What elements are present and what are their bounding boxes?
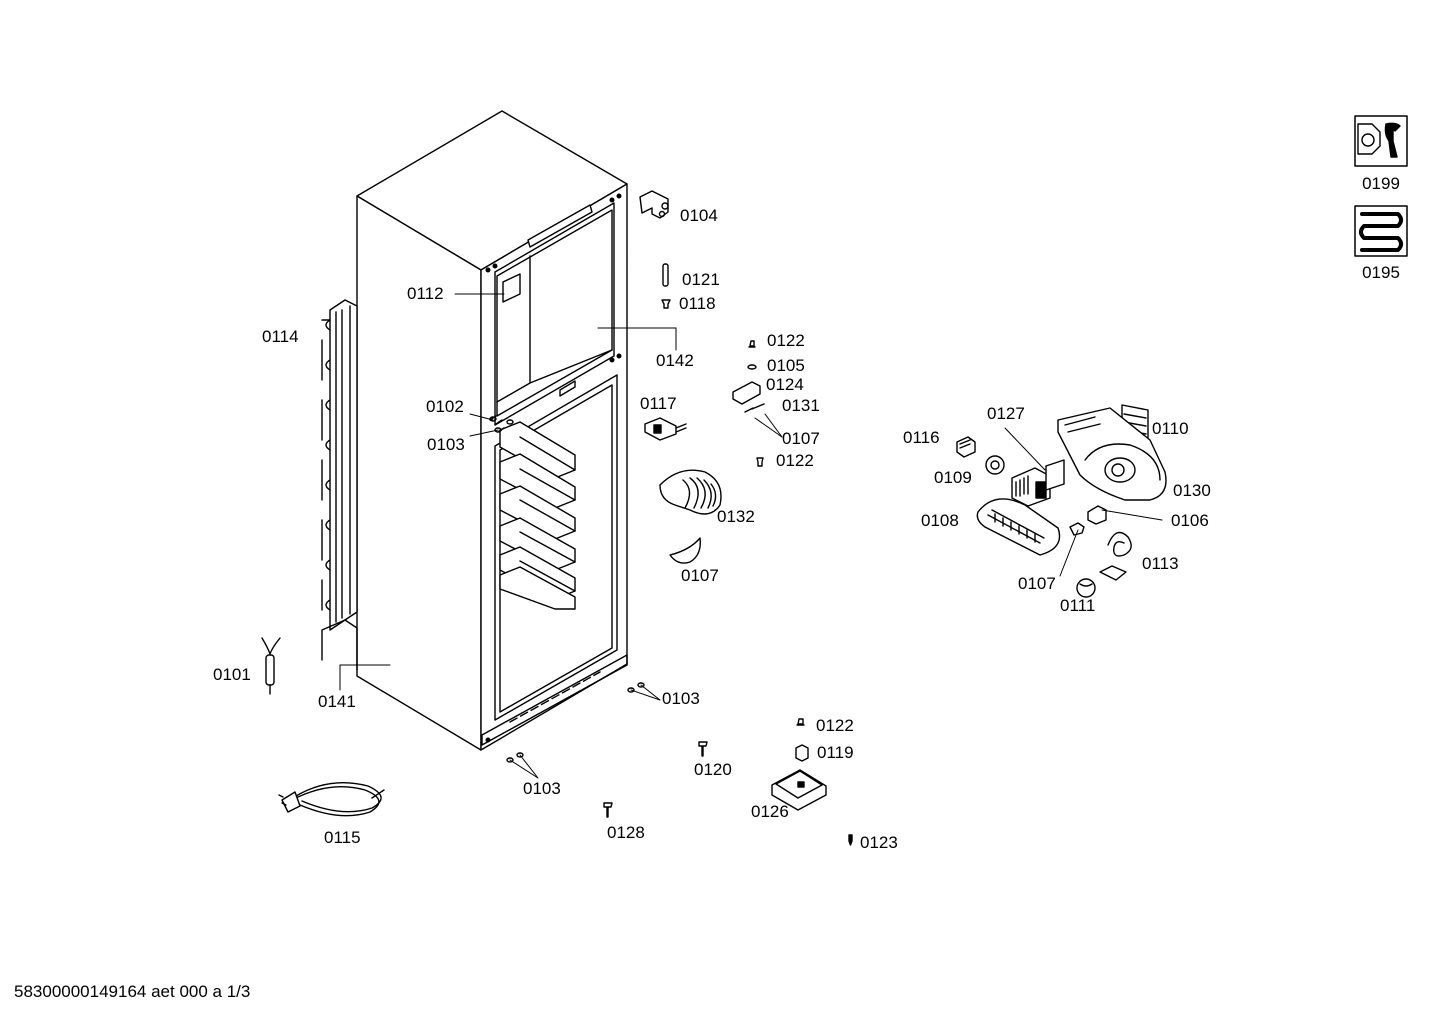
- part-label-0142: 0142: [656, 351, 694, 370]
- fan-motor-part: [1012, 460, 1064, 506]
- part-label-0105: 0105: [767, 356, 805, 375]
- part-label-0114: 0114: [262, 327, 299, 346]
- part-label-0111: 0111: [1060, 596, 1096, 615]
- ring-part: [986, 456, 1004, 474]
- part-label-0102: 0102: [426, 397, 464, 416]
- lamp-cover-part: [977, 499, 1059, 555]
- bracket-part: [733, 382, 760, 404]
- part-label-0104: 0104: [680, 206, 718, 225]
- condenser-coil: [322, 300, 357, 670]
- part-label-0108: 0108: [921, 511, 959, 530]
- diffuser-part: [670, 538, 700, 563]
- part-label-0110: 0110: [1152, 419, 1189, 438]
- part-label-0103-c: 0103: [523, 779, 561, 798]
- lamp-socket-part: [1088, 506, 1106, 524]
- fan-housing-part: [1058, 408, 1166, 500]
- part-label-0122-c: 0122: [816, 716, 854, 735]
- part-label-0109: 0109: [934, 468, 972, 487]
- washer-part: [748, 365, 756, 369]
- part-label-0123: 0123: [860, 833, 898, 852]
- cabinet-body: [357, 111, 627, 750]
- part-label-0130: 0130: [1173, 481, 1211, 500]
- part-label-0124: 0124: [766, 375, 804, 394]
- top-hinge-part: [640, 191, 668, 218]
- screw-0122-lower: [797, 719, 804, 725]
- leader-lines: [340, 294, 1162, 778]
- part-label-0119: 0119: [817, 743, 854, 762]
- part-label-0122-b: 0122: [776, 451, 814, 470]
- part-label-0126: 0126: [751, 802, 789, 821]
- fridge-shelves: [500, 422, 575, 609]
- part-label-0141: 0141: [318, 692, 356, 711]
- rating-plate-part: [503, 274, 520, 302]
- thermostat-part: [957, 437, 975, 457]
- part-label-0120: 0120: [694, 760, 732, 779]
- screw-0123: [849, 835, 852, 845]
- side-icon-label-0195: 0195: [1362, 263, 1400, 282]
- part-label-0127: 0127: [987, 404, 1025, 423]
- part-label-0132: 0132: [717, 507, 755, 526]
- part-label-0128: 0128: [607, 823, 645, 842]
- part-label-0131: 0131: [782, 396, 820, 415]
- screw-0128: [604, 803, 612, 817]
- side-icon-label-0199: 0199: [1362, 174, 1400, 193]
- document-footer: 58300000149164 aet 000 a 1/3: [14, 982, 251, 1001]
- part-label-0103-b: 0103: [662, 689, 700, 708]
- bush-part: [662, 300, 670, 308]
- part-label-0122-a: 0122: [767, 331, 805, 350]
- foot-bracket-part: [796, 745, 808, 761]
- part-label-0103-a: 0103: [427, 435, 465, 454]
- part-label-0107-c: 0107: [1018, 574, 1056, 593]
- part-label-0112: 0112: [407, 284, 444, 303]
- clip-0107-right: [1070, 523, 1084, 535]
- part-label-0107-b: 0107: [681, 566, 719, 585]
- washer-bottom: [507, 758, 513, 762]
- part-label-0107-a: 0107: [782, 429, 820, 448]
- tools-kit-icon: [1355, 116, 1407, 166]
- part-label-0106: 0106: [1171, 511, 1209, 530]
- wiring-part: [1100, 533, 1131, 581]
- part-label-0116: 0116: [903, 428, 940, 447]
- screw-part: [749, 341, 755, 347]
- hinge-plate-part: [772, 770, 826, 810]
- screw-small-part: [745, 404, 764, 412]
- part-label-0117: 0117: [640, 394, 677, 413]
- lamp-holder-part: [645, 418, 686, 440]
- fan-cover-part: [660, 470, 721, 514]
- hinge-pin-part: [663, 264, 668, 286]
- part-label-0101: 0101: [213, 665, 251, 684]
- part-label-0113: 0113: [1142, 554, 1179, 573]
- part-label-0118: 0118: [679, 294, 716, 313]
- screw-part-2: [757, 458, 763, 466]
- filter-drier-part: [262, 638, 280, 694]
- washer-right: [628, 688, 634, 692]
- screw-0120: [699, 742, 707, 756]
- part-label-0115: 0115: [324, 828, 361, 847]
- part-label-0121: 0121: [682, 270, 720, 289]
- power-cable-part: [279, 783, 384, 816]
- coil-accessory-icon: [1355, 206, 1407, 256]
- bulb-part: [1077, 579, 1095, 597]
